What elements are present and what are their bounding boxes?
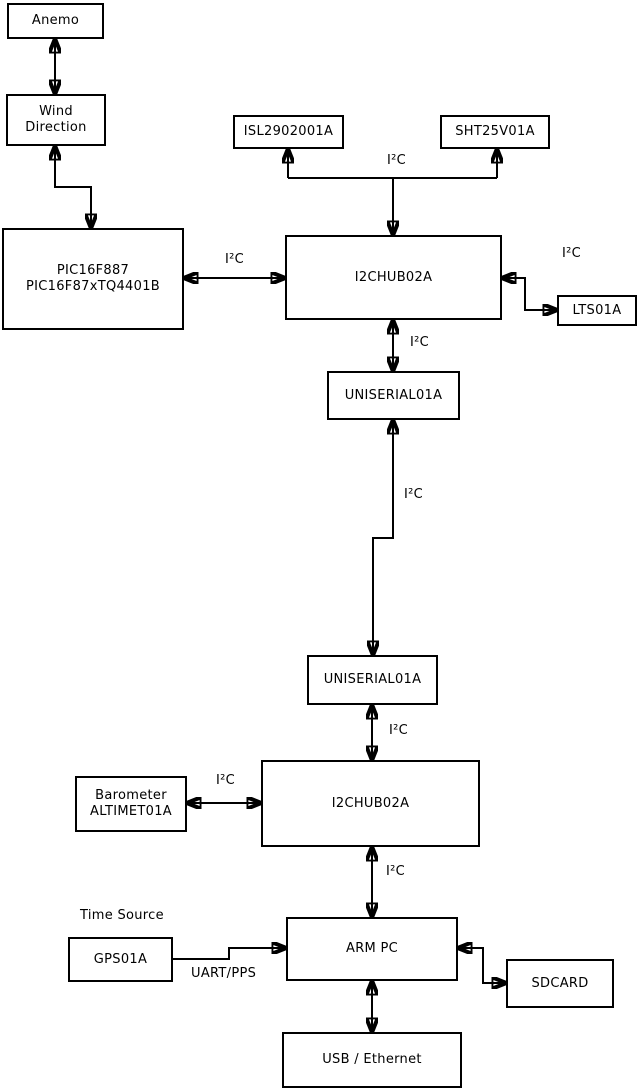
node-arm-pc-label: ARM PC	[346, 941, 398, 957]
node-i2chub02a-2: I2CHUB02A	[261, 760, 480, 847]
node-lts01a: LTS01A	[557, 295, 637, 326]
node-arm-pc: ARM PC	[286, 917, 458, 981]
node-isl2902001a: ISL2902001A	[233, 115, 344, 149]
node-gps01a: GPS01A	[68, 937, 173, 982]
label-i2c-hub1-lts: I²C	[562, 246, 582, 261]
node-usb-ethernet-label: USB / Ethernet	[322, 1052, 422, 1068]
label-i2c-sensorbus: I²C	[387, 153, 407, 168]
node-i2chub02a-1-label: I2CHUB02A	[354, 269, 433, 285]
edge-gps-armpc	[173, 948, 286, 960]
label-i2c-barometer: I²C	[216, 773, 236, 788]
node-uniserial01a-2-label: UNISERIAL01A	[323, 672, 422, 688]
node-sdcard: SDCARD	[506, 959, 614, 1008]
edge-winddirection-pic	[55, 146, 91, 228]
node-i2chub02a-2-label: I2CHUB02A	[331, 795, 410, 811]
node-pic16f887: PIC16F887 PIC16F87xTQ4401B	[2, 228, 184, 330]
node-sht25v01a: SHT25V01A	[440, 115, 550, 149]
node-uniserial01a-2: UNISERIAL01A	[307, 655, 438, 705]
edge-i2chub1-lts01a	[502, 278, 557, 310]
edge-armpc-sdcard	[458, 948, 506, 983]
node-i2chub02a-1: I2CHUB02A	[285, 235, 502, 320]
node-gps01a-label: GPS01A	[93, 951, 148, 967]
node-lts01a-label: LTS01A	[572, 302, 622, 318]
label-i2c-uniserial-hub2: I²C	[389, 723, 409, 738]
node-usb-ethernet: USB / Ethernet	[282, 1032, 462, 1088]
label-i2c-hub1-uniserial: I²C	[410, 335, 430, 350]
node-wind-direction: Wind Direction	[6, 94, 106, 146]
node-wind-direction-label: Wind Direction	[25, 104, 87, 135]
node-isl2902001a-label: ISL2902001A	[243, 124, 334, 140]
node-anemo-label: Anemo	[31, 13, 80, 29]
node-uniserial01a-1-label: UNISERIAL01A	[344, 387, 443, 403]
node-barometer-label: Barometer ALTIMET01A	[90, 788, 172, 819]
label-time-source: Time Source	[80, 908, 164, 923]
label-i2c-hub2-armpc: I²C	[386, 864, 406, 879]
label-i2c-longlink: I²C	[404, 487, 424, 502]
label-uart-pps: UART/PPS	[191, 966, 257, 981]
node-anemo: Anemo	[7, 3, 104, 39]
node-pic16f887-label: PIC16F887 PIC16F87xTQ4401B	[26, 263, 160, 294]
label-i2c-pic-hub1: I²C	[225, 252, 245, 267]
node-uniserial01a-1: UNISERIAL01A	[327, 371, 460, 420]
edge-uniserial1-uniserial2	[373, 420, 393, 655]
node-sht25v01a-label: SHT25V01A	[455, 124, 535, 140]
node-sdcard-label: SDCARD	[531, 975, 589, 991]
node-barometer: Barometer ALTIMET01A	[75, 776, 187, 832]
